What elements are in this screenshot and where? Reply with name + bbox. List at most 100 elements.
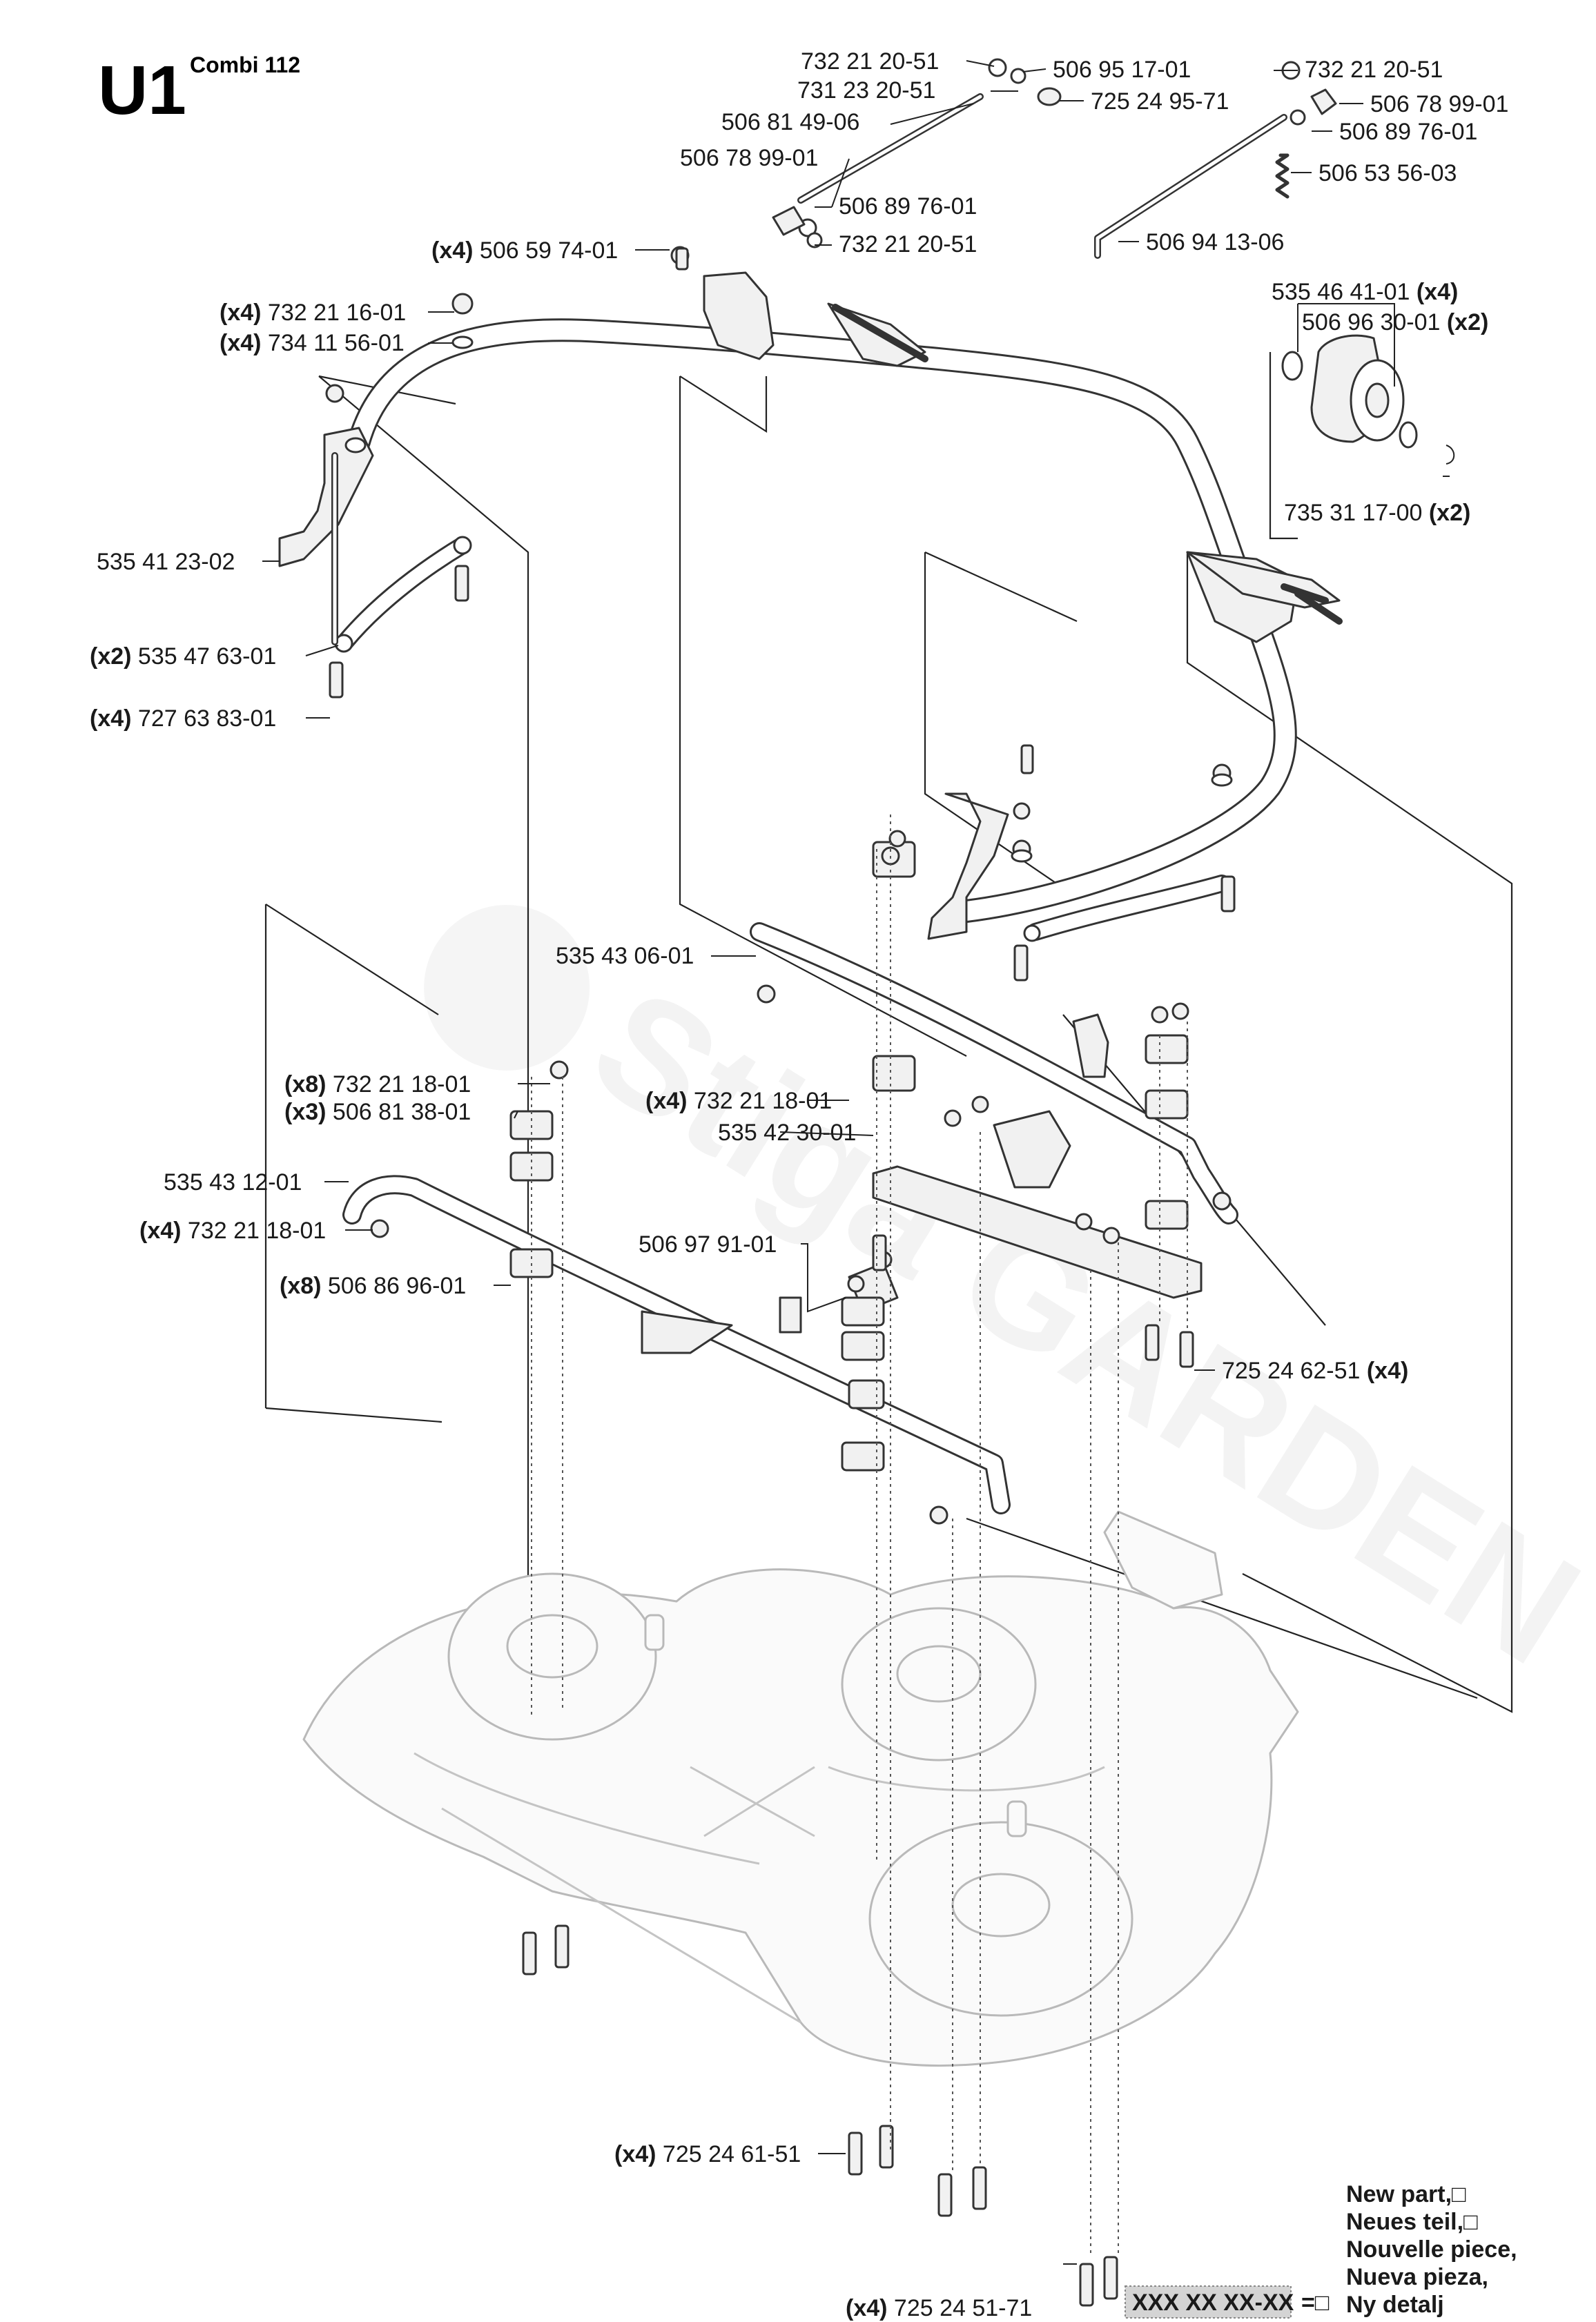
part-label: 506 78 99-01 (680, 145, 818, 171)
part-number: 506 95 17-01 (1053, 57, 1191, 83)
part-number: 506 59 74-01 (480, 237, 618, 264)
part-label: 506 94 13-06 (1146, 229, 1284, 255)
part-number: 506 89 76-01 (1339, 119, 1477, 145)
part-qty: (x4) (1367, 1358, 1408, 1384)
part-number: 506 86 96-01 (328, 1273, 466, 1299)
watermark-logo-icon (424, 904, 590, 1071)
part-number: 535 42 30-01 (718, 1120, 856, 1146)
part-qty: (x2) (90, 643, 131, 670)
part-label: 732 21 20-51 (1305, 57, 1443, 83)
bolts (329, 247, 1236, 2307)
part-qty: (x4) (1417, 279, 1458, 305)
legend-line: Nouvelle piece, (1346, 2236, 1517, 2263)
part-label: (x4) 725 24 61-51 (614, 2141, 801, 2167)
part-label: 731 23 20-51 (797, 77, 935, 104)
part-number: 725 24 62-51 (1222, 1358, 1360, 1384)
part-number: 732 21 18-01 (694, 1088, 832, 1114)
left-links (331, 452, 472, 653)
part-label: 535 43 12-01 (164, 1169, 302, 1196)
part-label: 506 95 17-01 (1053, 57, 1191, 83)
part-label: (x8) 506 86 96-01 (280, 1273, 466, 1299)
part-number: 725 24 51-71 (894, 2295, 1032, 2321)
part-qty: (x4) (614, 2141, 656, 2167)
part-label: 506 78 99-01 (1370, 91, 1508, 117)
part-number: 731 23 20-51 (797, 77, 935, 104)
part-qty: (x4) (139, 1218, 181, 1244)
part-label: (x8) 732 21 18-01 (284, 1071, 471, 1097)
part-number: 727 63 83-01 (138, 705, 276, 732)
legend-line: Neues teil,□ (1346, 2209, 1478, 2235)
part-qty: (x4) (220, 300, 261, 326)
model-name: Combi 112 (190, 52, 300, 77)
part-number: 732 21 16-01 (268, 300, 406, 326)
part-qty: (x2) (1429, 500, 1470, 526)
new-part-legend: New part,□ Neues teil,□ Nouvelle piece, … (1125, 2181, 1517, 2319)
mower-deck (302, 1510, 1299, 2067)
adjust-rod-left (772, 58, 1062, 248)
leader-lines (262, 60, 1450, 2265)
part-label: 506 89 76-01 (1339, 119, 1477, 145)
part-number: 506 89 76-01 (839, 193, 977, 219)
front-axle (750, 922, 1238, 1225)
part-number: 725 24 95-71 (1091, 88, 1229, 115)
part-label: 732 21 20-51 (839, 231, 977, 257)
part-qty: (x8) (280, 1273, 321, 1299)
part-label: (x4) 506 59 74-01 (431, 237, 618, 264)
part-qty: (x3) (284, 1099, 326, 1125)
part-number: 732 21 20-51 (1305, 57, 1443, 83)
legend-line: Ny detalj (1346, 2292, 1444, 2318)
wheel-assembly (1281, 334, 1455, 465)
part-label: 535 41 23-02 (97, 549, 235, 575)
part-number: 506 78 99-01 (680, 145, 818, 171)
left-bracket (278, 427, 374, 567)
part-number: 506 97 91-01 (639, 1231, 777, 1258)
part-label: 506 97 91-01 (639, 1231, 777, 1258)
part-number: 725 24 61-51 (663, 2141, 801, 2167)
part-qty: (x4) (846, 2295, 887, 2321)
part-number: 535 47 63-01 (138, 643, 276, 670)
part-label: 535 46 41-01 (x4) (1272, 279, 1458, 305)
part-label: (x2) 535 47 63-01 (90, 643, 276, 670)
adjust-rod-right (1094, 61, 1337, 259)
part-label: (x4) 725 24 51-71 (846, 2295, 1032, 2321)
part-label: 735 31 17-00 (x2) (1284, 500, 1470, 526)
part-label: 506 53 56-03 (1318, 160, 1457, 186)
legend-line: New part,□ (1346, 2181, 1466, 2207)
part-number: 735 31 17-00 (1284, 500, 1422, 526)
part-label: (x4) 732 21 18-01 (139, 1218, 326, 1244)
part-labels: 732 21 20-51 506 95 17-01 731 23 20-51 725 … (90, 48, 1508, 2321)
part-label: 725 24 95-71 (1091, 88, 1229, 115)
part-number: 506 94 13-06 (1146, 229, 1284, 255)
legend-box-text: XXX XX XX-XX (1132, 2290, 1294, 2316)
part-label: (x4) 734 11 56-01 (220, 330, 405, 356)
part-number: 732 21 20-51 (839, 231, 977, 257)
legend-equals: =□ (1301, 2290, 1330, 2316)
cross-bar (872, 1110, 1203, 1299)
legend-swatch (1125, 2285, 1292, 2319)
section-code: U1 (98, 52, 186, 129)
part-qty: (x2) (1447, 309, 1488, 335)
part-label: 535 42 30-01 (718, 1120, 856, 1146)
assembly-axes (531, 814, 1188, 2257)
part-qty: (x8) (284, 1071, 326, 1097)
part-number: 734 11 56-01 (268, 330, 405, 356)
part-qty: (x4) (220, 330, 261, 356)
part-label: (x4) 732 21 16-01 (220, 300, 406, 326)
part-number: 732 21 18-01 (333, 1071, 471, 1097)
part-label: 506 89 76-01 (839, 193, 977, 219)
part-label: 506 81 49-06 (721, 109, 859, 135)
part-number: 506 78 99-01 (1370, 91, 1508, 117)
part-label: 506 96 30-01 (x2) (1302, 309, 1488, 335)
part-number: 506 81 49-06 (721, 109, 859, 135)
part-number: 732 21 20-51 (801, 48, 939, 75)
part-label: (x3) 506 81 38-01 (284, 1099, 471, 1125)
lift-frame (347, 271, 1297, 923)
part-number: 535 43 12-01 (164, 1169, 302, 1196)
right-spindle (1186, 551, 1343, 625)
part-label: (x4) 727 63 83-01 (90, 705, 276, 732)
washers (451, 335, 1233, 863)
part-label: (x4) 732 21 18-01 (645, 1088, 832, 1114)
legend-line: Nueva pieza, (1346, 2264, 1488, 2290)
part-number: 535 41 23-02 (97, 549, 235, 575)
